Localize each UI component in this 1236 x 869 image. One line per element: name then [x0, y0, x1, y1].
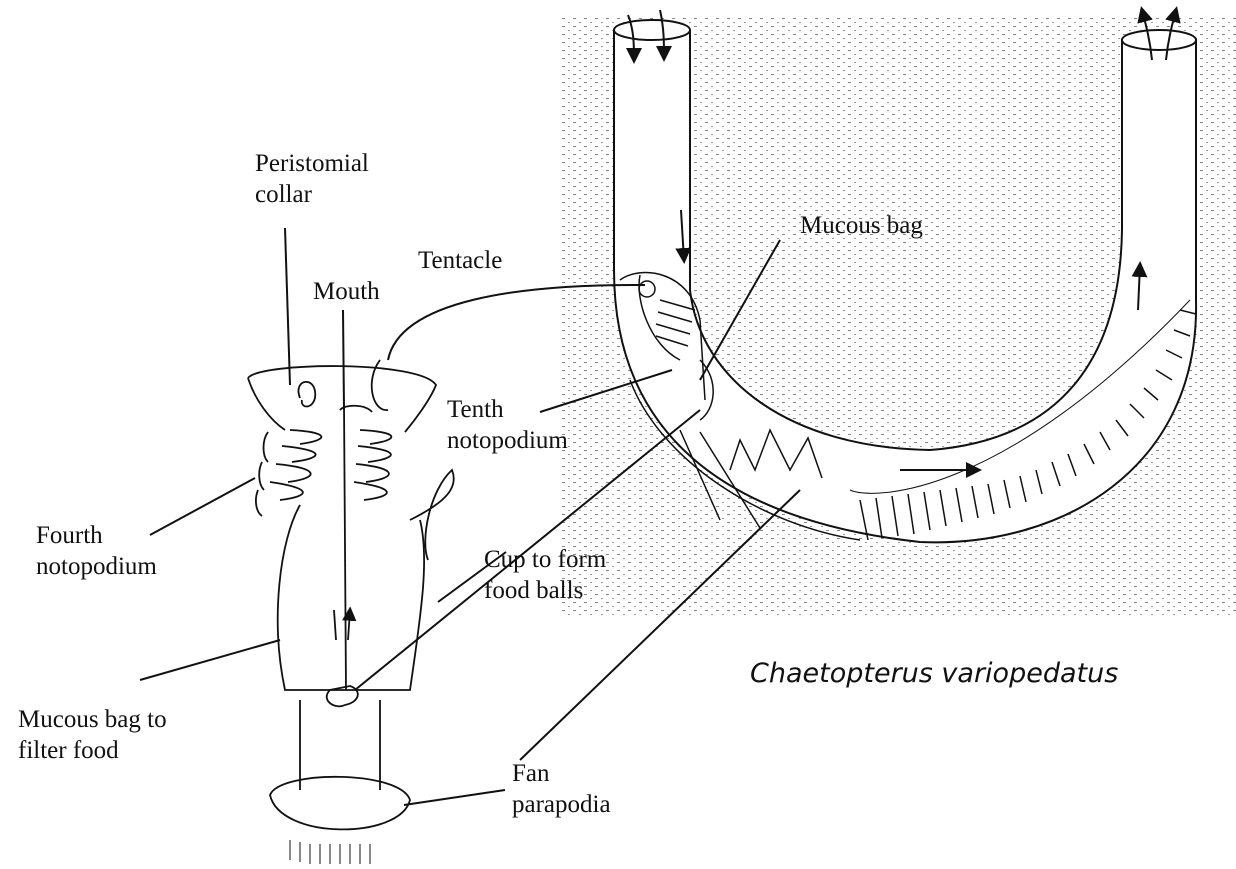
- label-food-balls-line2: food balls: [484, 575, 606, 606]
- label-peristomial-collar: Peristomial collar: [255, 148, 369, 210]
- leader-peristomial-collar: [285, 228, 290, 385]
- label-notopodium-line2: notopodium: [36, 551, 157, 582]
- label-parapodia-line2: parapodia: [512, 789, 611, 820]
- label-mucous-bag-to-filter-food: Mucous bag to filter food: [18, 704, 167, 766]
- label-mouth: Mouth: [313, 276, 380, 307]
- label-tenth-notopodium: Tenth notopodium: [447, 394, 568, 456]
- label-filter-line2: filter food: [18, 735, 167, 766]
- label-mucous-line1: Mucous bag to: [18, 704, 167, 735]
- leader-fourth-notopodium: [150, 478, 255, 535]
- label-collar-line2: collar: [255, 179, 369, 210]
- label-tentacle: Tentacle: [418, 245, 502, 276]
- leader-mouth: [343, 310, 344, 410]
- worm-dorsal-view: [248, 360, 454, 864]
- species-name: Chaetopterus variopedatus: [750, 658, 1118, 689]
- label-fan-line1: Fan: [512, 758, 611, 789]
- label-peristomial-line1: Peristomial: [255, 148, 369, 179]
- label-fan-parapodia: Fan parapodia: [512, 758, 611, 820]
- label-cup-line1: Cup to form: [484, 544, 606, 575]
- leader-mucous-bag-filter: [140, 640, 280, 680]
- label-fourth-line1: Fourth: [36, 520, 157, 551]
- label-mucous-bag: Mucous bag: [800, 210, 923, 241]
- leader-fan-parapodia-left: [404, 790, 505, 805]
- label-notopodium-line2: notopodium: [447, 425, 568, 456]
- label-tenth-line1: Tenth: [447, 394, 568, 425]
- label-cup-to-form-food-balls: Cup to form food balls: [484, 544, 606, 606]
- label-fourth-notopodium: Fourth notopodium: [36, 520, 157, 582]
